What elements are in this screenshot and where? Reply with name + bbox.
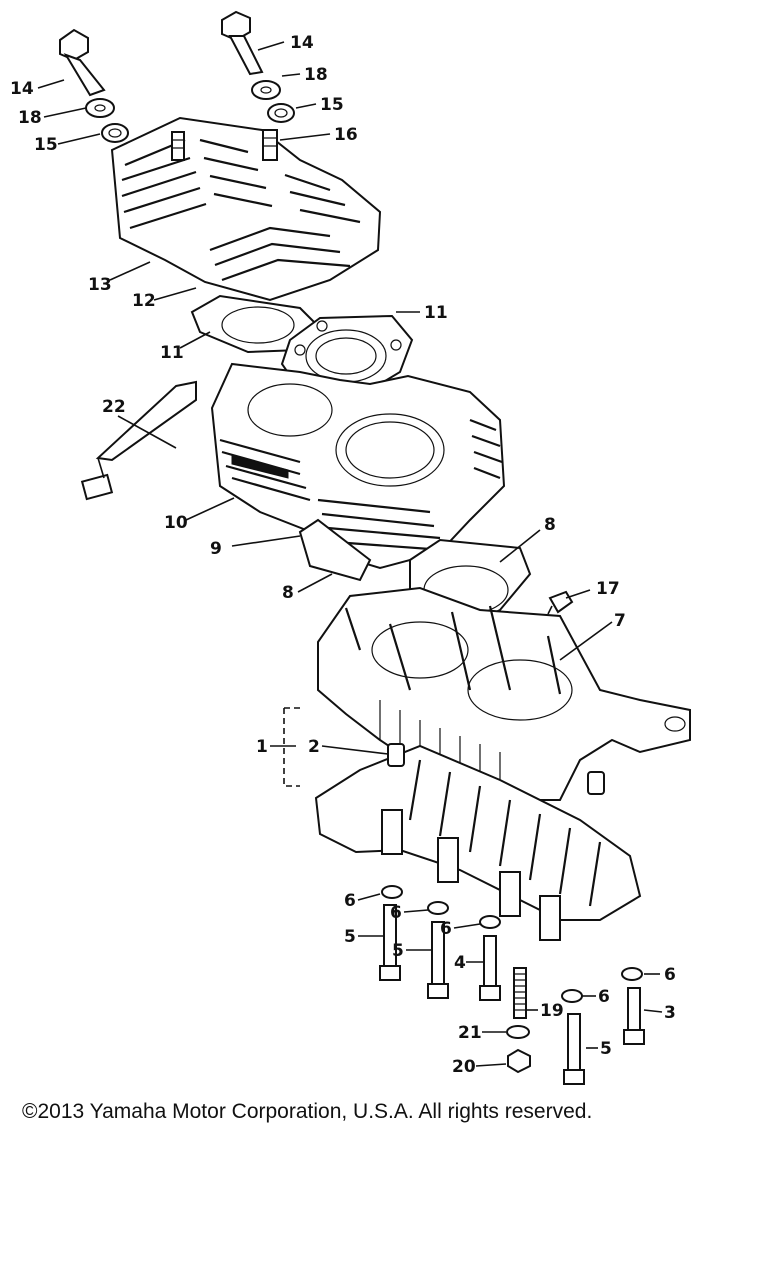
callout-18-left: 18 bbox=[18, 108, 42, 128]
washer-parts bbox=[85, 80, 295, 143]
callout-16: 16 bbox=[334, 125, 358, 145]
crankcase-lower-part bbox=[283, 707, 642, 941]
callout-7: 7 bbox=[614, 611, 626, 631]
callout-3: 3 bbox=[664, 1003, 676, 1023]
callout-15-left: 15 bbox=[34, 135, 58, 155]
callout-6-c: 6 bbox=[440, 919, 452, 939]
dowel-parts bbox=[387, 743, 605, 795]
copyright-notice: ©2013 Yamaha Motor Corporation, U.S.A. A… bbox=[22, 1100, 593, 1123]
cylinder-head-part bbox=[110, 116, 382, 302]
callout-13: 13 bbox=[88, 275, 112, 295]
callout-15-right: 15 bbox=[320, 95, 344, 115]
callout-20: 20 bbox=[452, 1057, 476, 1077]
callout-10: 10 bbox=[164, 513, 188, 533]
callout-11-left: 11 bbox=[160, 343, 184, 363]
exploded-parts-diagram: 14 18 15 14 18 15 16 13 12 11 11 22 10 9… bbox=[10, 10, 691, 1085]
callout-12: 12 bbox=[132, 291, 156, 311]
callout-6-a: 6 bbox=[344, 891, 356, 911]
callout-11-right: 11 bbox=[424, 303, 448, 323]
crankcase-upper-part bbox=[317, 586, 691, 801]
cylinder-block-part bbox=[210, 362, 506, 570]
callout-5-a: 5 bbox=[344, 927, 356, 947]
head-bolt-part bbox=[59, 10, 264, 97]
callout-8-left: 8 bbox=[282, 583, 294, 603]
callout-19: 19 bbox=[540, 1001, 564, 1021]
callout-5-b: 5 bbox=[392, 941, 404, 961]
callout-22: 22 bbox=[102, 397, 126, 417]
sensor-part bbox=[547, 590, 574, 615]
leader-lines bbox=[37, 41, 663, 1067]
callout-21: 21 bbox=[458, 1023, 482, 1043]
bottom-fastener-parts bbox=[379, 885, 645, 1085]
callout-17: 17 bbox=[596, 579, 620, 599]
callout-4: 4 bbox=[454, 953, 466, 973]
callout-5-c: 5 bbox=[600, 1039, 612, 1059]
callout-6-b: 6 bbox=[390, 903, 402, 923]
callout-9: 9 bbox=[210, 539, 222, 559]
callout-2: 2 bbox=[308, 737, 320, 757]
callout-18-right: 18 bbox=[304, 65, 328, 85]
callout-1: 1 bbox=[256, 737, 268, 757]
callout-8-right: 8 bbox=[544, 515, 556, 535]
callout-14-left: 14 bbox=[10, 79, 34, 99]
callout-6-e: 6 bbox=[664, 965, 676, 985]
callout-6-d: 6 bbox=[598, 987, 610, 1007]
callout-14-right: 14 bbox=[290, 33, 314, 53]
tool-part bbox=[80, 380, 197, 501]
callout-labels: 14 18 15 14 18 15 16 13 12 11 11 22 10 9… bbox=[10, 33, 676, 1077]
